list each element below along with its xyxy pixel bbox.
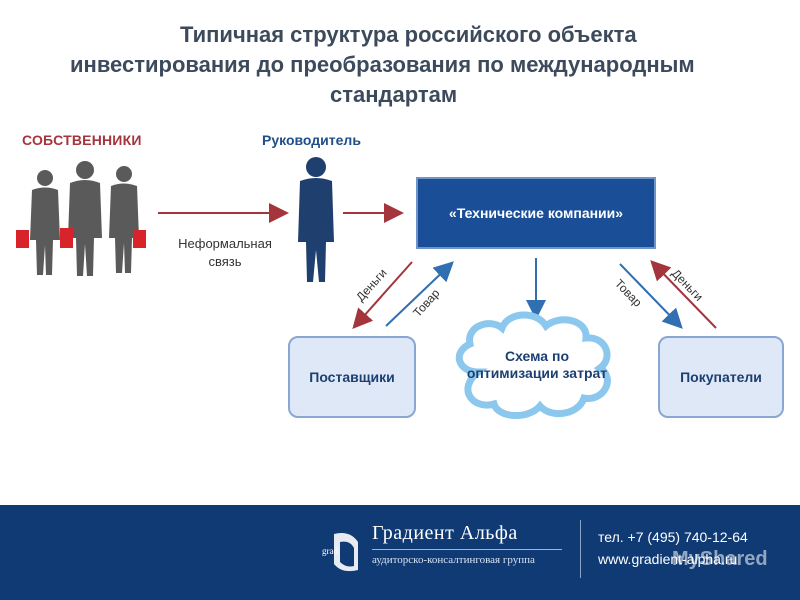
- logo-mark-text: grad: [322, 546, 338, 556]
- slide-title: Типичная структура российского объекта и…: [40, 20, 780, 110]
- owners-label: СОБСТВЕННИКИ: [22, 132, 142, 148]
- goods-from-suppliers-arrow: [385, 261, 454, 327]
- logo-underline: [372, 549, 562, 550]
- buyers-label: Покупатели: [680, 369, 762, 385]
- contact-block: тел. +7 (495) 740-12-64 www.gradient-alp…: [598, 526, 748, 570]
- website-link[interactable]: www.gradient-alpha.ru: [598, 551, 738, 567]
- money-from-buyers-arrow: [650, 260, 717, 329]
- goods-to-buyers-arrow: [619, 263, 683, 329]
- company-name: Градиент Альфа: [372, 522, 518, 544]
- footer-divider: [580, 520, 581, 578]
- manager-icon: [298, 157, 334, 282]
- footer-bar: [0, 505, 800, 600]
- informal-link-label: Неформальная связь: [178, 236, 272, 269]
- company-subtitle: аудиторско-консалтинговая группа: [372, 554, 535, 566]
- scheme-cloud-shape: [455, 311, 611, 419]
- owners-icon: [16, 161, 146, 276]
- scheme-label: Схема по оптимизации затрат: [466, 348, 608, 381]
- tech-companies-box: «Технические компании»: [416, 177, 656, 249]
- title-line-2: инвестирования до преобразования по межд…: [70, 52, 695, 77]
- gradient-alpha-logo-icon: grad: [322, 533, 358, 572]
- title-line-1: Типичная структура российского объекта: [180, 22, 637, 47]
- watermark-text: MyShared: [672, 548, 768, 570]
- buyers-box: Покупатели: [658, 336, 784, 418]
- head-label: Руководитель: [262, 132, 361, 148]
- suppliers-box: Поставщики: [288, 336, 416, 418]
- phone-text: тел. +7 (495) 740-12-64: [598, 529, 748, 545]
- title-line-3: стандартам: [330, 82, 458, 107]
- tech-companies-label: «Технические компании»: [448, 205, 624, 221]
- suppliers-label: Поставщики: [309, 369, 395, 385]
- money-to-suppliers-arrow: [352, 261, 413, 329]
